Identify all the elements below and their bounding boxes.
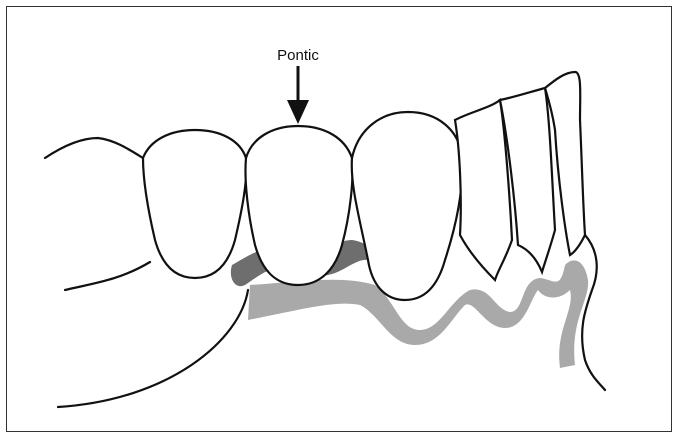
lip-contour	[56, 288, 250, 409]
right-gingiva-outline	[581, 233, 607, 392]
left-outline	[43, 136, 145, 160]
tooth-posterior-1	[453, 97, 514, 283]
pontic-arrow-head	[287, 100, 309, 124]
gingiva-band	[248, 260, 589, 368]
tooth-left	[141, 128, 248, 280]
tooth-pontic	[244, 124, 354, 287]
pontic-label: Pontic	[277, 47, 319, 64]
left-lower-contour	[63, 260, 152, 292]
tooth-abutment	[350, 110, 464, 302]
